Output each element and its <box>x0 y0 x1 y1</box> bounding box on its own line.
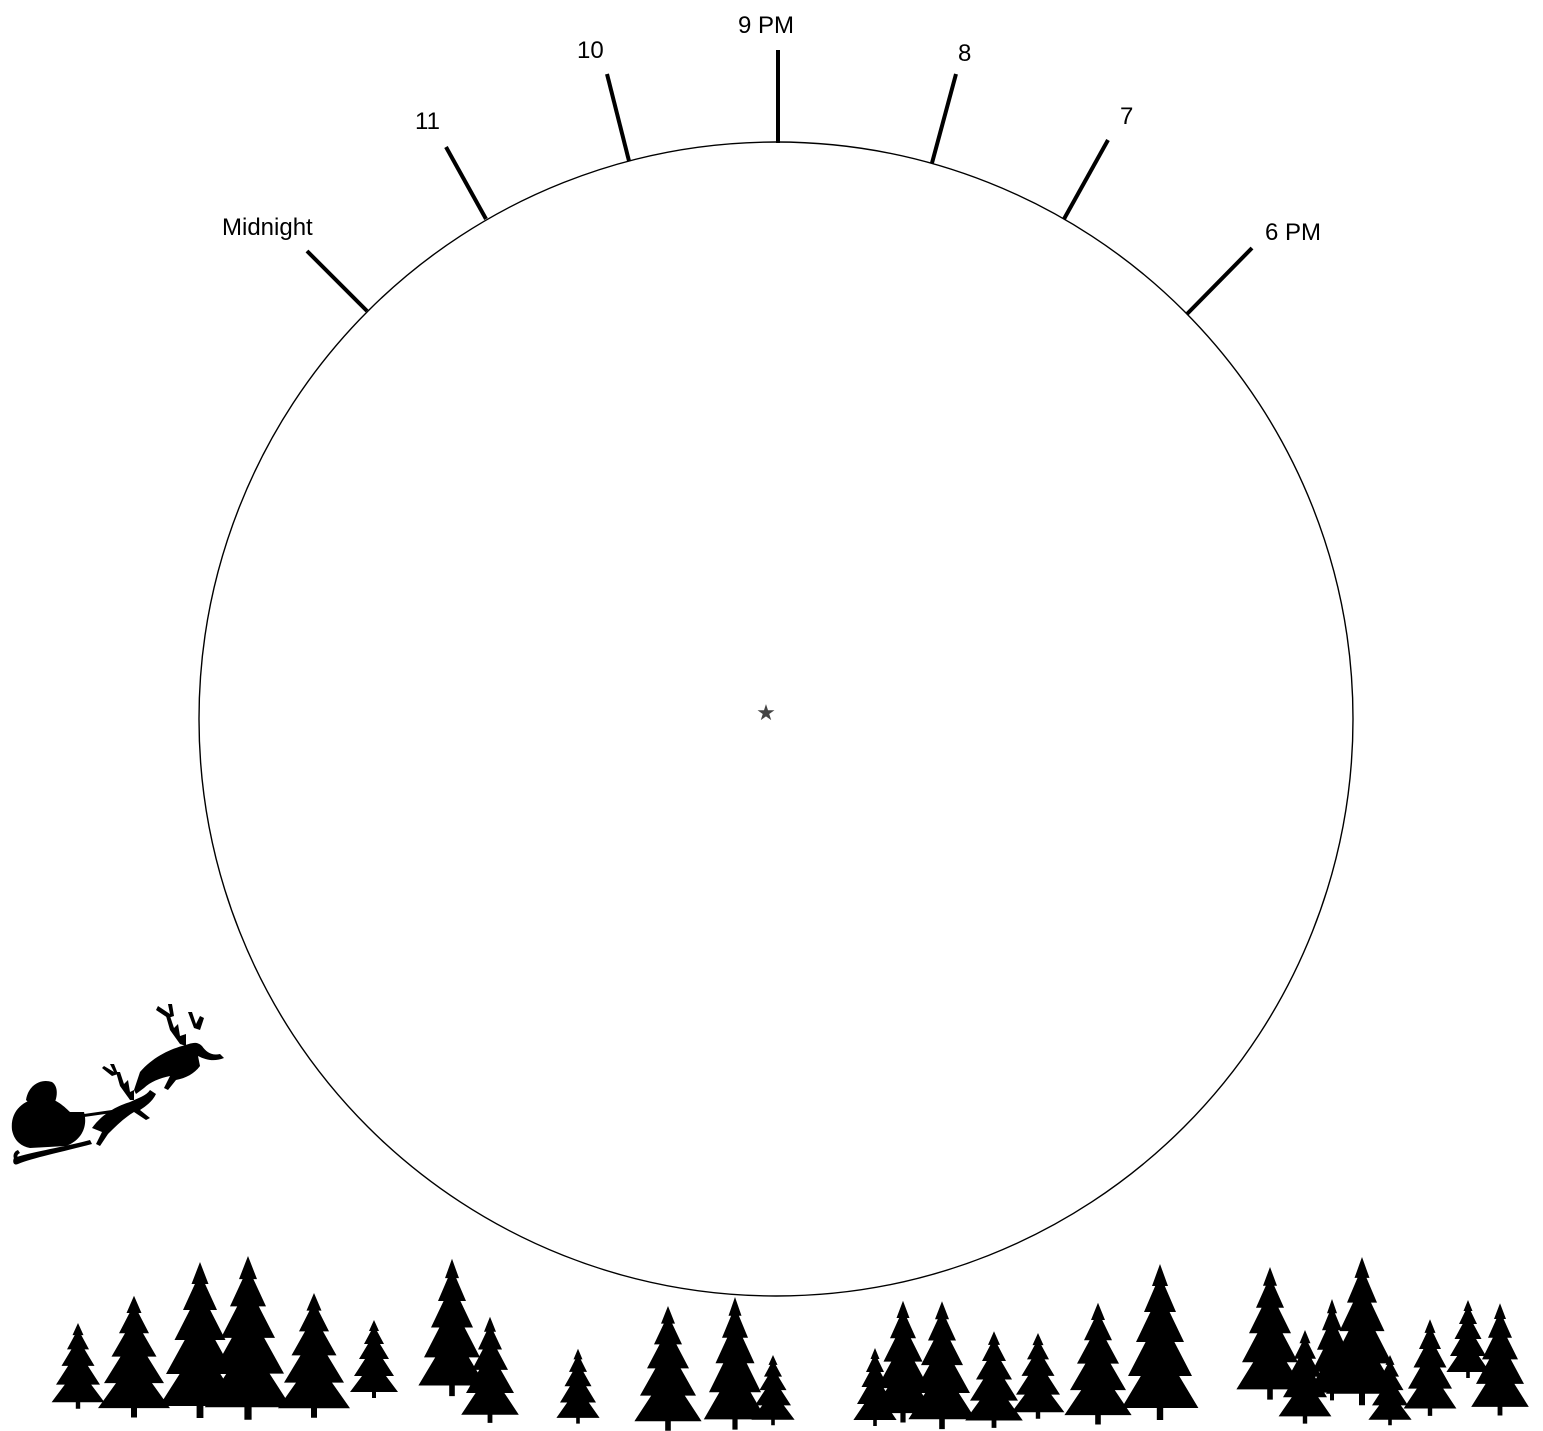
pine-tree-icon <box>1011 1333 1065 1419</box>
hour-label-10: 10 <box>577 37 604 64</box>
pine-tree-icon <box>1121 1264 1199 1420</box>
pine-tree-icon <box>1064 1302 1132 1425</box>
pine-forest <box>51 1256 1529 1431</box>
pine-tree-icon <box>634 1306 702 1431</box>
clock-dial <box>198 141 1354 1297</box>
pine-tree-icon <box>1403 1319 1457 1416</box>
tick-11 <box>444 146 488 220</box>
hour-label-9pm: 9 PM <box>738 12 794 39</box>
hour-label-11: 11 <box>415 108 440 135</box>
pine-tree-icon <box>51 1323 105 1409</box>
pine-tree-icon <box>908 1301 976 1430</box>
hour-label-6pm: 6 PM <box>1265 219 1321 246</box>
pine-tree-icon <box>98 1295 170 1418</box>
hour-label-7: 7 <box>1120 103 1133 130</box>
hour-label-8: 8 <box>958 40 971 67</box>
pine-tree-icon <box>965 1331 1023 1428</box>
pine-tree-icon <box>1446 1300 1490 1378</box>
tick-8 <box>930 73 958 164</box>
hour-label-midnight: Midnight <box>222 214 313 241</box>
tick-midnight <box>305 249 369 313</box>
tick-7 <box>1062 139 1110 220</box>
pine-tree-icon <box>350 1320 398 1398</box>
tick-10 <box>605 73 631 162</box>
center-star-icon: ★ <box>756 701 776 726</box>
pine-tree-icon <box>703 1297 767 1430</box>
hour-labels: Midnight 11 10 9 PM 8 7 6 PM <box>222 12 1321 246</box>
pine-tree-icon <box>278 1293 350 1418</box>
pine-tree-icon <box>556 1348 600 1424</box>
hour-ticks <box>305 50 1254 316</box>
pine-tree-icon <box>418 1258 486 1397</box>
santa-sleigh-icon <box>11 1004 224 1165</box>
tick-6pm <box>1185 246 1254 316</box>
